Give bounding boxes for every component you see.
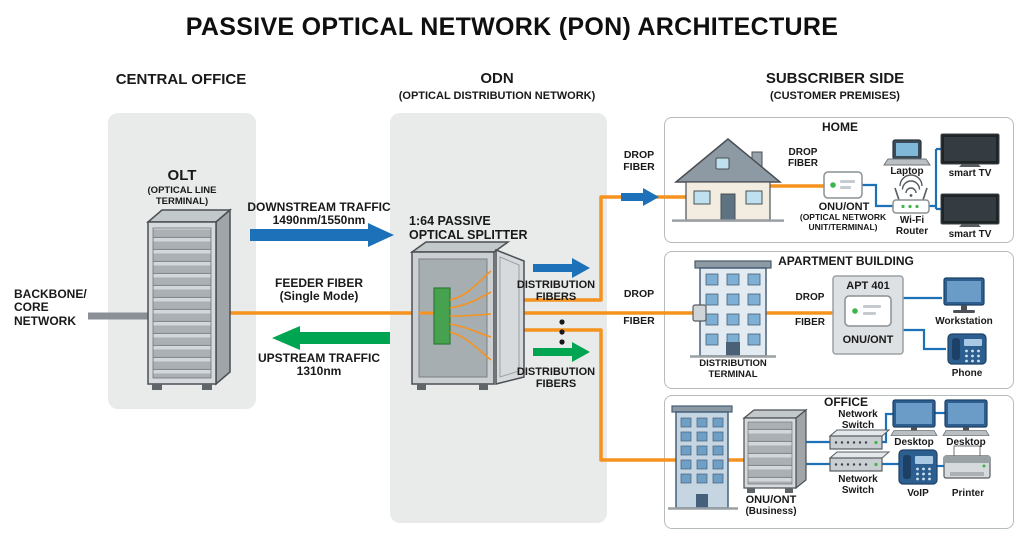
office-onu-sublabel: (Business): [745, 506, 797, 517]
home-onu-router-line: [862, 183, 893, 208]
drop-fiber-label-apartment-word1: DROP: [623, 288, 655, 300]
wifi-signal-icon: [899, 174, 923, 197]
network-switch-icon-top: [828, 429, 891, 450]
network-switch-label-bottom: Network Switch: [838, 474, 878, 497]
odn-header: ODN: [480, 70, 514, 87]
distribution-arrow-top: [533, 258, 590, 278]
backbone-label: BACKBONE/ CORE NETWORK: [14, 287, 87, 328]
home-onu-icon: [823, 171, 863, 199]
home-onu-sublabel: (OPTICAL NETWORK UNIT/TERMINAL): [799, 212, 887, 232]
olt-rack-icon: [145, 208, 233, 390]
drop-fiber-label-home: DROP FIBER: [623, 149, 655, 173]
smart-tv-label-bottom: smart TV: [948, 229, 992, 240]
smart-tv-icon-top: [940, 133, 1000, 167]
apartment-onu-icon: [844, 295, 892, 327]
drop-route-office: [500, 328, 678, 462]
apartment-building-icon: [690, 260, 776, 358]
central-office-header: CENTRAL OFFICE: [115, 71, 247, 88]
switch-ports-top: [834, 441, 868, 444]
laptop-icon: [883, 139, 931, 166]
office-windows: [680, 417, 724, 484]
network-switch-label-top: Network Switch: [838, 409, 878, 432]
feeder-fiber-label: FEEDER FIBER (Single Mode): [274, 276, 363, 304]
splitter-label: 1:64 PASSIVE OPTICAL SPLITTER: [409, 214, 528, 242]
apt-unit-label: APT 401: [846, 280, 890, 292]
desk-phone-icon: [947, 333, 987, 365]
apartment-drop-label-word2: FIBER: [795, 317, 825, 328]
apartment-onu-label: ONU/ONT: [842, 334, 894, 346]
home-router-tv-lines: [929, 147, 941, 211]
wifi-router-icon: [892, 187, 930, 214]
apartment-phone-line: [903, 328, 946, 351]
distribution-terminal-label: DISTRIBUTION TERMINAL: [699, 358, 767, 380]
workstation-label: Workstation: [935, 316, 993, 327]
desktop-icon-1: [890, 399, 938, 436]
desktop-icon-2: [942, 399, 990, 436]
home-drop-fiber-label: DROP FIBER: [788, 147, 818, 170]
apt-unit-panel: [832, 275, 904, 355]
ethernet-lines: [796, 147, 946, 468]
upstream-arrow: [272, 326, 390, 350]
home-title: HOME: [822, 120, 858, 134]
switch-ports-bottom: [834, 463, 868, 466]
smart-tv-icon-bottom: [940, 193, 1000, 227]
diagram-title: PASSIVE OPTICAL NETWORK (PON) ARCHITECTU…: [185, 13, 839, 41]
office-onu-rack-icon: [742, 408, 808, 493]
desktop-label-1: Desktop: [894, 437, 934, 448]
desktop-label-2: Desktop: [946, 437, 986, 448]
splitter-fibers: [449, 270, 492, 361]
downstream-label: DOWNSTREAM TRAFFIC 1490nm/1550nm: [247, 200, 391, 228]
smart-tv-label-top: smart TV: [948, 168, 992, 179]
office-onu-label: ONU/ONT: [745, 494, 797, 506]
distribution-arrow-bottom: [533, 342, 590, 362]
distribution-fibers-label-top: DISTRIBUTION FIBERS: [516, 279, 596, 304]
laptop-label: Laptop: [890, 166, 924, 177]
splitter-cabinet-icon: [409, 241, 525, 390]
apartment-windows: [705, 273, 761, 346]
more-fibers-ellipsis: [559, 319, 565, 345]
distribution-fibers-label-bottom: DISTRIBUTION FIBERS: [516, 366, 596, 391]
apartment-title: APARTMENT BUILDING: [778, 254, 914, 268]
olt-label: OLT: [167, 167, 197, 184]
subscriber-subheader: (CUSTOMER PREMISES): [770, 90, 900, 102]
odn-subheader: (OPTICAL DISTRIBUTION NETWORK): [398, 90, 596, 102]
home-onu-label: ONU/ONT: [818, 201, 870, 213]
office-title: OFFICE: [824, 395, 868, 409]
network-switch-icon-bottom: [828, 451, 891, 472]
subscriber-header: SUBSCRIBER SIDE: [765, 70, 905, 87]
downstream-arrow: [250, 223, 394, 247]
printer-label: Printer: [951, 488, 985, 499]
printer-icon: [943, 445, 991, 479]
phone-label: Phone: [951, 368, 983, 379]
wifi-router-label: Wi-Fi Router: [895, 215, 929, 238]
voip-keypad: [916, 467, 931, 481]
drop-fiber-arrow-home: [621, 188, 659, 206]
olt-sublabel: (OPTICAL LINE TERMINAL): [147, 185, 217, 207]
office-desktop-lines: [882, 411, 945, 444]
office-building-icon: [668, 405, 738, 510]
voip-phone-icon: [898, 449, 938, 485]
workstation-icon: [943, 277, 985, 313]
voip-label: VoIP: [907, 488, 929, 499]
house-icon: [672, 138, 784, 222]
upstream-label: UPSTREAM TRAFFIC 1310nm: [258, 351, 380, 379]
phone-keypad: [965, 349, 980, 363]
drop-fiber-label-apartment-word2: FIBER: [623, 315, 655, 327]
apartment-drop-label-word1: DROP: [795, 292, 825, 303]
